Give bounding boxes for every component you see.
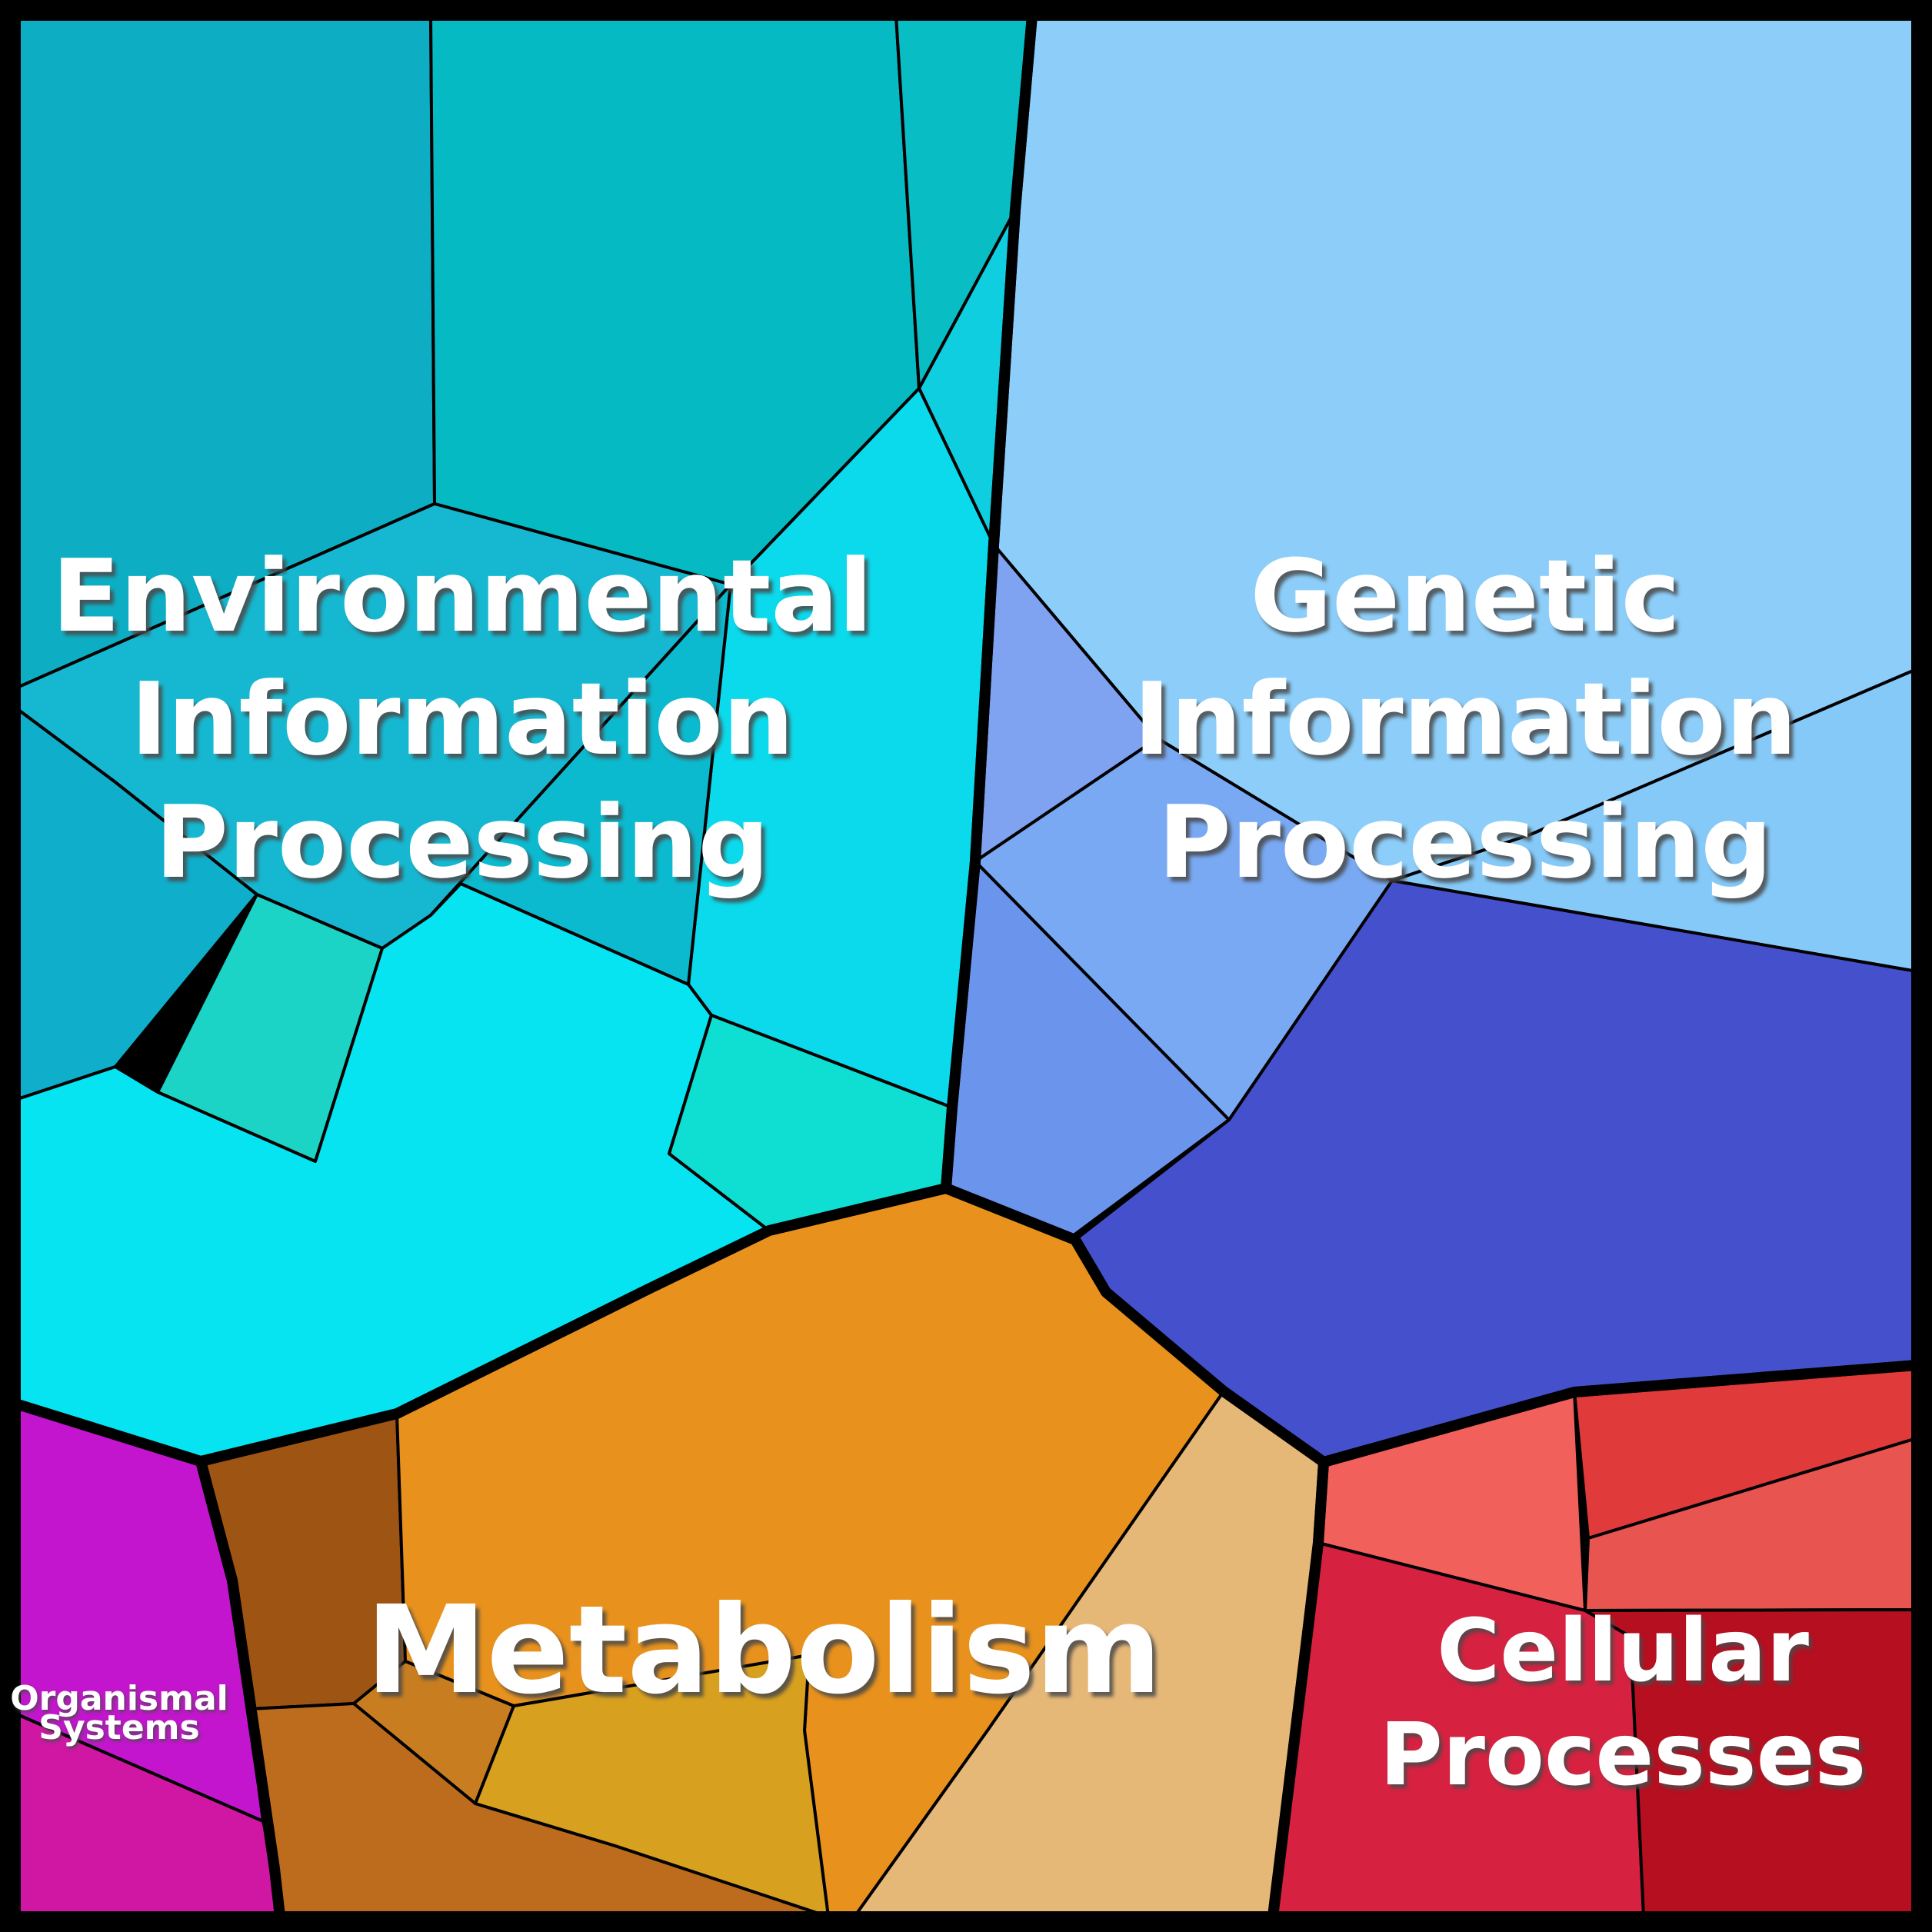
region-label-line-genetic-information-processing-2: Processing <box>1158 784 1773 901</box>
region-label-line-metabolism-0: Metabolism <box>365 1580 1161 1721</box>
region-label-line-cellular-processes-1: Processes <box>1383 1709 1870 1809</box>
region-label-line-genetic-information-processing-1: Information <box>1134 661 1797 778</box>
region-label-line-environmental-information-processing-0: Environmental <box>55 542 876 659</box>
region-label-line-environmental-information-processing-1: Information <box>131 661 794 778</box>
region-label-line-environmental-information-processing-1: Information <box>135 665 798 782</box>
region-label-line-cellular-processes-0: Cellular <box>1440 1605 1812 1705</box>
region-label-shadow-metabolism: Metabolism <box>369 1584 1165 1726</box>
region-label-line-genetic-information-processing-0: Genetic <box>1250 538 1680 655</box>
region-label-line-metabolism-0: Metabolism <box>369 1584 1165 1726</box>
region-label-line-genetic-information-processing-2: Processing <box>1162 788 1777 905</box>
region-label-line-cellular-processes-1: Processes <box>1380 1705 1867 1805</box>
region-label-line-organismal-systems-0: Organismal <box>12 1681 230 1720</box>
region-label-line-environmental-information-processing-2: Processing <box>155 784 770 901</box>
region-label-line-genetic-information-processing-1: Information <box>1138 665 1801 782</box>
region-label-line-environmental-information-processing-0: Environmental <box>52 538 872 655</box>
region-label-line-genetic-information-processing-0: Genetic <box>1254 542 1684 659</box>
region-label-metabolism: Metabolism <box>365 1580 1161 1721</box>
region-label-line-organismal-systems-1: Systems <box>40 1710 201 1750</box>
region-label-line-cellular-processes-0: Cellular <box>1437 1601 1809 1701</box>
treemap-cells-layer <box>14 14 1918 1918</box>
region-label-line-organismal-systems-0: Organismal <box>10 1679 228 1718</box>
region-label-line-organismal-systems-1: Systems <box>38 1708 199 1747</box>
region-label-line-environmental-information-processing-2: Processing <box>159 788 774 905</box>
